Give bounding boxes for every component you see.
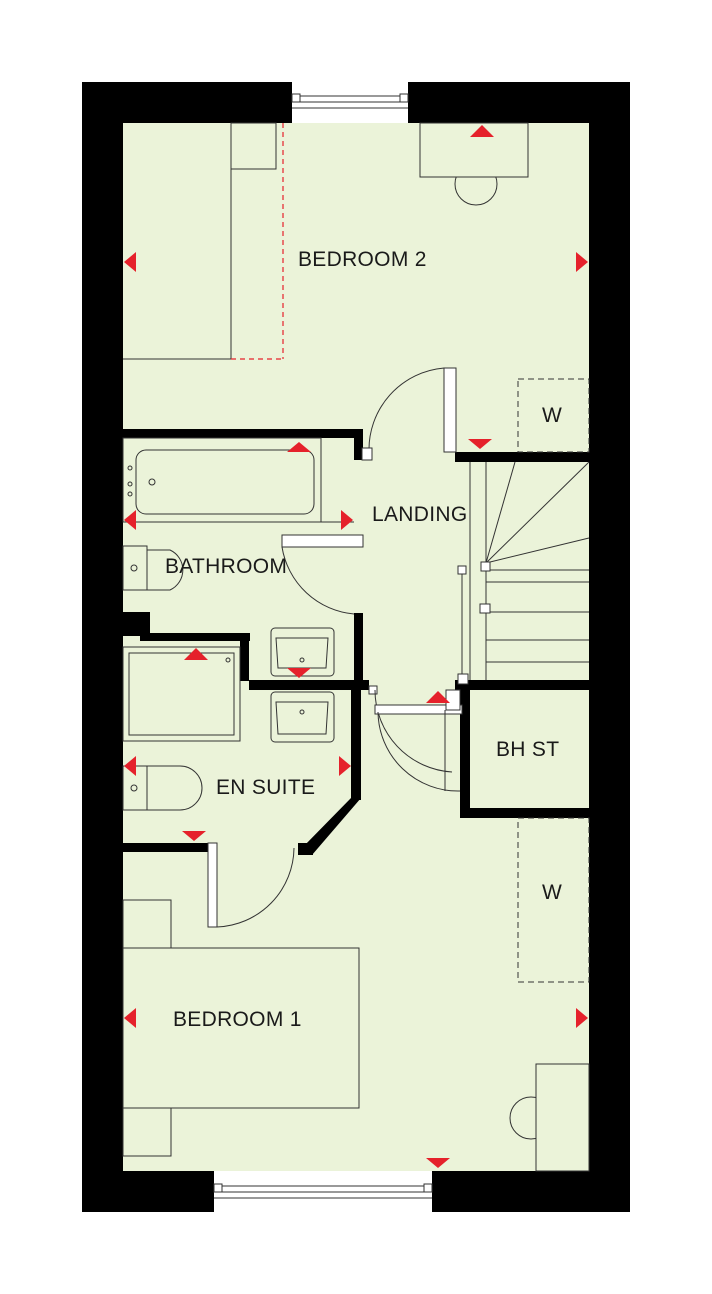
room-label-boiler-store: BH ST bbox=[496, 738, 560, 761]
wardrobe-bottom bbox=[517, 817, 590, 983]
toilet bbox=[122, 545, 184, 591]
desk bbox=[509, 1063, 590, 1172]
room-label-bedroom-2: BEDROOM 2 bbox=[298, 248, 427, 271]
desk bbox=[419, 122, 529, 206]
room-label-en-suite: EN SUITE bbox=[216, 776, 316, 799]
room-label-wardrobe: W bbox=[542, 881, 563, 904]
bathtub bbox=[122, 437, 354, 523]
wardrobe-top bbox=[517, 378, 590, 453]
shower bbox=[122, 646, 241, 742]
bed bbox=[122, 899, 360, 1157]
red-triangle-marker-icon bbox=[124, 125, 588, 1168]
room-label-wardrobe: W bbox=[542, 404, 563, 427]
internal-walls bbox=[123, 429, 589, 855]
room-label-bathroom: BATHROOM bbox=[165, 555, 288, 578]
bed-outline-dashed bbox=[231, 123, 284, 360]
door-swing-icon bbox=[207, 842, 295, 928]
basin bbox=[270, 691, 335, 743]
door-swing-icon bbox=[281, 534, 364, 615]
room-label-bedroom-1: BEDROOM 1 bbox=[173, 1008, 302, 1031]
stairs bbox=[457, 461, 590, 685]
bed bbox=[123, 122, 277, 360]
room-label-landing: LANDING bbox=[372, 503, 468, 526]
window-icon bbox=[213, 1171, 433, 1212]
basin bbox=[270, 627, 335, 677]
window-icon bbox=[291, 82, 409, 123]
door-swing-icon bbox=[361, 367, 457, 461]
